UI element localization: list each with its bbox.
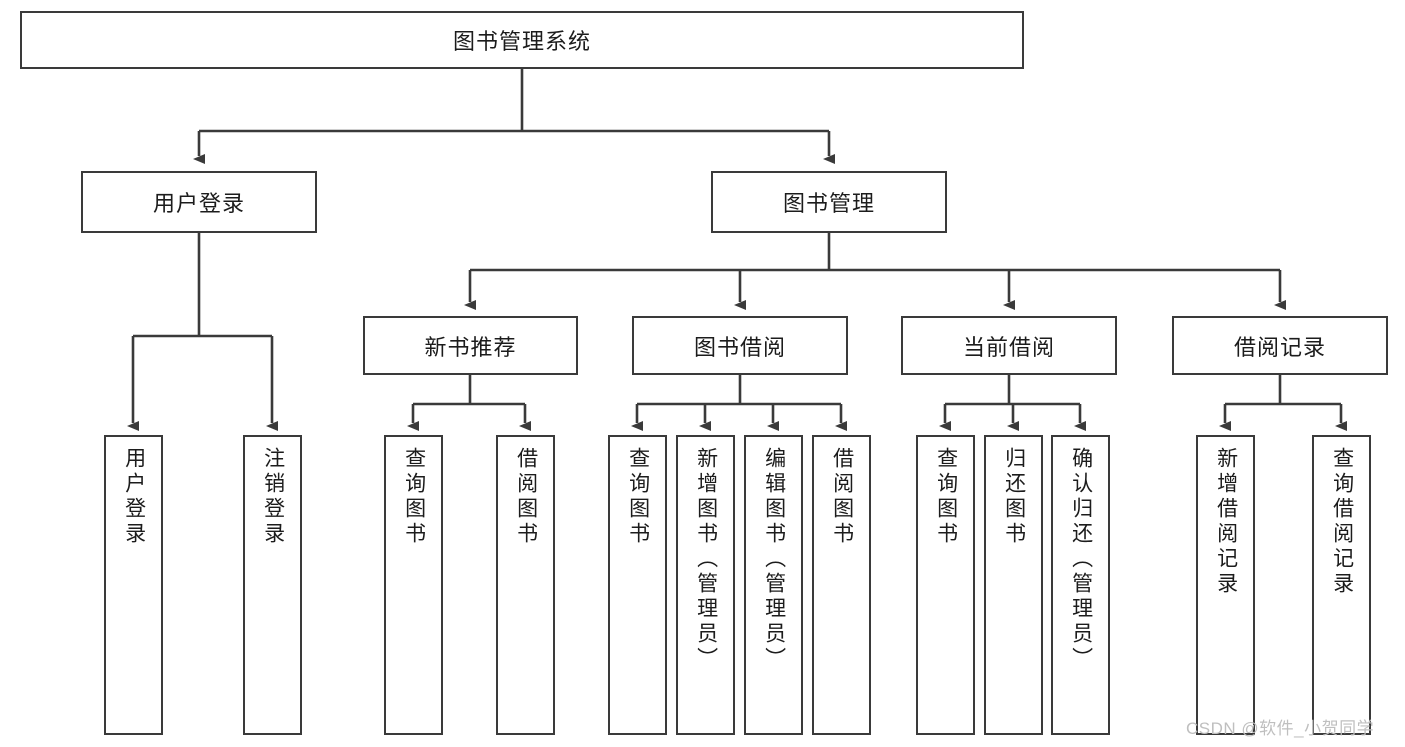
- leaf-current-query-book-label: 查询图书: [934, 447, 958, 547]
- node-book-borrow[interactable]: 图书借阅: [632, 316, 848, 375]
- node-borrow-record-label: 借阅记录: [1233, 334, 1326, 360]
- csdn-watermark: CSDN @软件_小贺同学: [1186, 719, 1375, 738]
- leaf-borrow-add-book-label: 新增图书（管理员）: [694, 447, 718, 672]
- leaf-borrow-edit-book-label: 编辑图书（管理员）: [762, 447, 786, 672]
- node-book-manage-label: 图书管理: [782, 191, 875, 216]
- leaf-current-query-book[interactable]: 查询图书: [916, 435, 975, 735]
- node-root[interactable]: 图书管理系统: [20, 11, 1024, 69]
- node-user-login[interactable]: 用户登录: [81, 171, 317, 233]
- leaf-recommend-query-book[interactable]: 查询图书: [384, 435, 443, 735]
- leaf-record-add[interactable]: 新增借阅记录: [1196, 435, 1255, 735]
- leaf-recommend-borrow-book-label: 借阅图书: [514, 447, 538, 547]
- node-current-borrow[interactable]: 当前借阅: [901, 316, 1117, 375]
- leaf-borrow-query-book[interactable]: 查询图书: [608, 435, 667, 735]
- leaf-current-return-book-label: 归还图书: [1002, 447, 1026, 547]
- node-current-borrow-label: 当前借阅: [962, 334, 1055, 360]
- leaf-recommend-borrow-book[interactable]: 借阅图书: [496, 435, 555, 735]
- leaf-record-query[interactable]: 查询借阅记录: [1312, 435, 1371, 735]
- node-new-book-recommend-label: 新书推荐: [424, 334, 517, 360]
- node-book-borrow-label: 图书借阅: [693, 334, 786, 360]
- node-root-label: 图书管理系统: [452, 29, 591, 54]
- leaf-logout-label: 注销登录: [261, 447, 285, 547]
- leaf-current-confirm-return[interactable]: 确认归还（管理员）: [1051, 435, 1110, 735]
- leaf-record-query-label: 查询借阅记录: [1330, 447, 1354, 597]
- leaf-user-login-label: 用户登录: [122, 447, 146, 547]
- node-book-manage[interactable]: 图书管理: [711, 171, 947, 233]
- node-new-book-recommend[interactable]: 新书推荐: [363, 316, 578, 375]
- leaf-recommend-query-book-label: 查询图书: [402, 447, 426, 547]
- leaf-borrow-edit-book[interactable]: 编辑图书（管理员）: [744, 435, 803, 735]
- leaf-logout[interactable]: 注销登录: [243, 435, 302, 735]
- leaf-borrow-borrow-book-label: 借阅图书: [830, 447, 854, 547]
- leaf-current-return-book[interactable]: 归还图书: [984, 435, 1043, 735]
- leaf-borrow-query-book-label: 查询图书: [626, 447, 650, 547]
- leaf-borrow-add-book[interactable]: 新增图书（管理员）: [676, 435, 735, 735]
- leaf-user-login[interactable]: 用户登录: [104, 435, 163, 735]
- leaf-current-confirm-return-label: 确认归还（管理员）: [1069, 447, 1093, 672]
- node-borrow-record[interactable]: 借阅记录: [1172, 316, 1388, 375]
- leaf-borrow-borrow-book[interactable]: 借阅图书: [812, 435, 871, 735]
- node-user-login-label: 用户登录: [152, 191, 245, 216]
- leaf-record-add-label: 新增借阅记录: [1214, 447, 1238, 597]
